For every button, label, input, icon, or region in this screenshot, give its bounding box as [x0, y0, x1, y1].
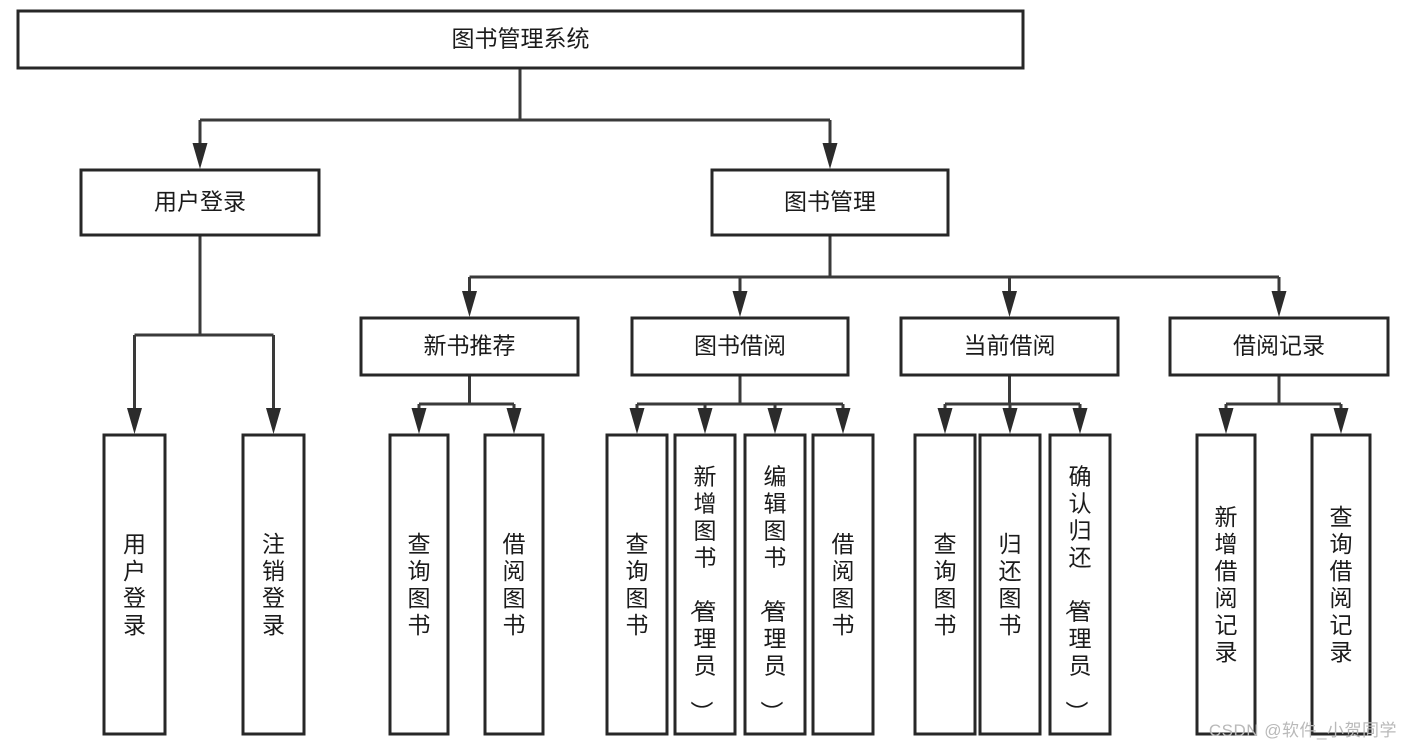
node-leaf-logout[interactable]: 注销登录 [241, 433, 306, 736]
node-label: 归还图书 [999, 531, 1022, 638]
node-leaf-user-login[interactable]: 用户登录 [102, 433, 167, 736]
connector-group-borrow-record [1218, 375, 1349, 434]
node-box[interactable] [359, 316, 580, 377]
node-label: 用户登录 [123, 531, 146, 638]
node-label: 查询图书 [408, 531, 431, 638]
connector-group-book-borrow [629, 375, 851, 434]
arrow-head-icon [127, 408, 142, 434]
node-leaf-return-book[interactable]: 归还图书 [978, 433, 1042, 736]
node-label: 借阅图书 [503, 531, 526, 638]
arrow-head-icon [1002, 291, 1017, 317]
node-label: 图书管理系统 [452, 26, 590, 52]
node-book-manage[interactable]: 图书管理 [710, 168, 950, 237]
node-current-borrow[interactable]: 当前借阅 [899, 316, 1120, 377]
node-label: 借阅图书 [832, 531, 855, 638]
node-box[interactable] [899, 316, 1120, 377]
node-root[interactable]: 图书管理系统 [16, 9, 1025, 70]
node-label: 借阅记录 [1233, 333, 1325, 359]
node-new-book-recommend[interactable]: 新书推荐 [359, 316, 580, 377]
node-user-login[interactable]: 用户登录 [79, 168, 321, 237]
connector-group-current-borrow [937, 375, 1088, 434]
arrow-head-icon [732, 291, 748, 317]
node-box[interactable] [1048, 433, 1112, 736]
node-book-borrow[interactable]: 图书借阅 [630, 316, 850, 377]
arrow-head-icon [1333, 408, 1349, 434]
arrow-head-icon [506, 408, 522, 434]
connector-group-root [192, 68, 838, 169]
node-layer: 图书管理系统用户登录图书管理新书推荐图书借阅当前借阅借阅记录用户登录注销登录查询… [16, 9, 1390, 736]
node-box[interactable] [483, 433, 545, 736]
node-leaf-add-book[interactable]: 新增图书（管理员） [673, 433, 737, 736]
node-box[interactable] [1168, 316, 1390, 377]
connector-group-new-book-recommend [411, 375, 522, 434]
node-label: 图书借阅 [694, 333, 786, 359]
node-box[interactable] [1310, 433, 1372, 736]
node-label: 用户登录 [154, 189, 246, 215]
node-label: 当前借阅 [964, 333, 1056, 359]
node-leaf-query-book-1[interactable]: 查询图书 [388, 433, 450, 736]
arrow-head-icon [822, 143, 838, 169]
arrow-head-icon [411, 408, 427, 434]
node-box[interactable] [811, 433, 875, 736]
node-box[interactable] [605, 433, 669, 736]
node-label: 查询图书 [934, 531, 957, 638]
node-leaf-add-record[interactable]: 新增借阅记录 [1195, 433, 1257, 736]
arrow-head-icon [462, 291, 477, 317]
node-box[interactable] [1195, 433, 1257, 736]
node-leaf-query-book-2[interactable]: 查询图书 [605, 433, 669, 736]
node-box[interactable] [978, 433, 1042, 736]
node-label: 查询图书 [626, 531, 649, 638]
node-box[interactable] [743, 433, 807, 736]
arrow-head-icon [1218, 408, 1234, 434]
arrow-head-icon [266, 408, 281, 434]
node-label: 新增图书（管理员） [689, 464, 717, 724]
node-leaf-edit-book[interactable]: 编辑图书（管理员） [743, 433, 807, 736]
node-label: 图书管理 [784, 189, 876, 215]
node-label: 新增借阅记录 [1215, 504, 1238, 665]
node-box[interactable] [16, 9, 1025, 70]
arrow-head-icon [192, 143, 208, 169]
arrow-head-icon [1002, 408, 1018, 434]
node-leaf-query-book-3[interactable]: 查询图书 [913, 433, 977, 736]
node-box[interactable] [710, 168, 950, 237]
node-box[interactable] [913, 433, 977, 736]
node-box[interactable] [630, 316, 850, 377]
node-box[interactable] [102, 433, 167, 736]
node-box[interactable] [79, 168, 321, 237]
arrow-head-icon [937, 408, 953, 434]
node-leaf-borrow-book-1[interactable]: 借阅图书 [483, 433, 545, 736]
arrow-head-icon [697, 408, 713, 434]
arrow-head-icon [835, 408, 851, 434]
node-leaf-borrow-book-2[interactable]: 借阅图书 [811, 433, 875, 736]
node-leaf-confirm-return[interactable]: 确认归还（管理员） [1048, 433, 1112, 736]
node-label: 新书推荐 [424, 333, 516, 359]
arrow-head-icon [629, 408, 645, 434]
arrow-head-icon [1271, 291, 1287, 317]
connector-group-book-manage [462, 235, 1287, 317]
node-label: 查询借阅记录 [1330, 504, 1353, 665]
node-box[interactable] [241, 433, 306, 736]
connector-group-user-login [127, 235, 281, 434]
node-box[interactable] [673, 433, 737, 736]
node-box[interactable] [388, 433, 450, 736]
connector-layer [127, 68, 1349, 434]
arrow-head-icon [767, 408, 783, 434]
node-borrow-record[interactable]: 借阅记录 [1168, 316, 1390, 377]
node-label: 编辑图书（管理员） [759, 464, 787, 724]
node-label: 注销登录 [262, 531, 285, 638]
arrow-head-icon [1072, 408, 1088, 434]
node-label: 确认归还（管理员） [1064, 464, 1092, 724]
node-leaf-query-record[interactable]: 查询借阅记录 [1310, 433, 1372, 736]
